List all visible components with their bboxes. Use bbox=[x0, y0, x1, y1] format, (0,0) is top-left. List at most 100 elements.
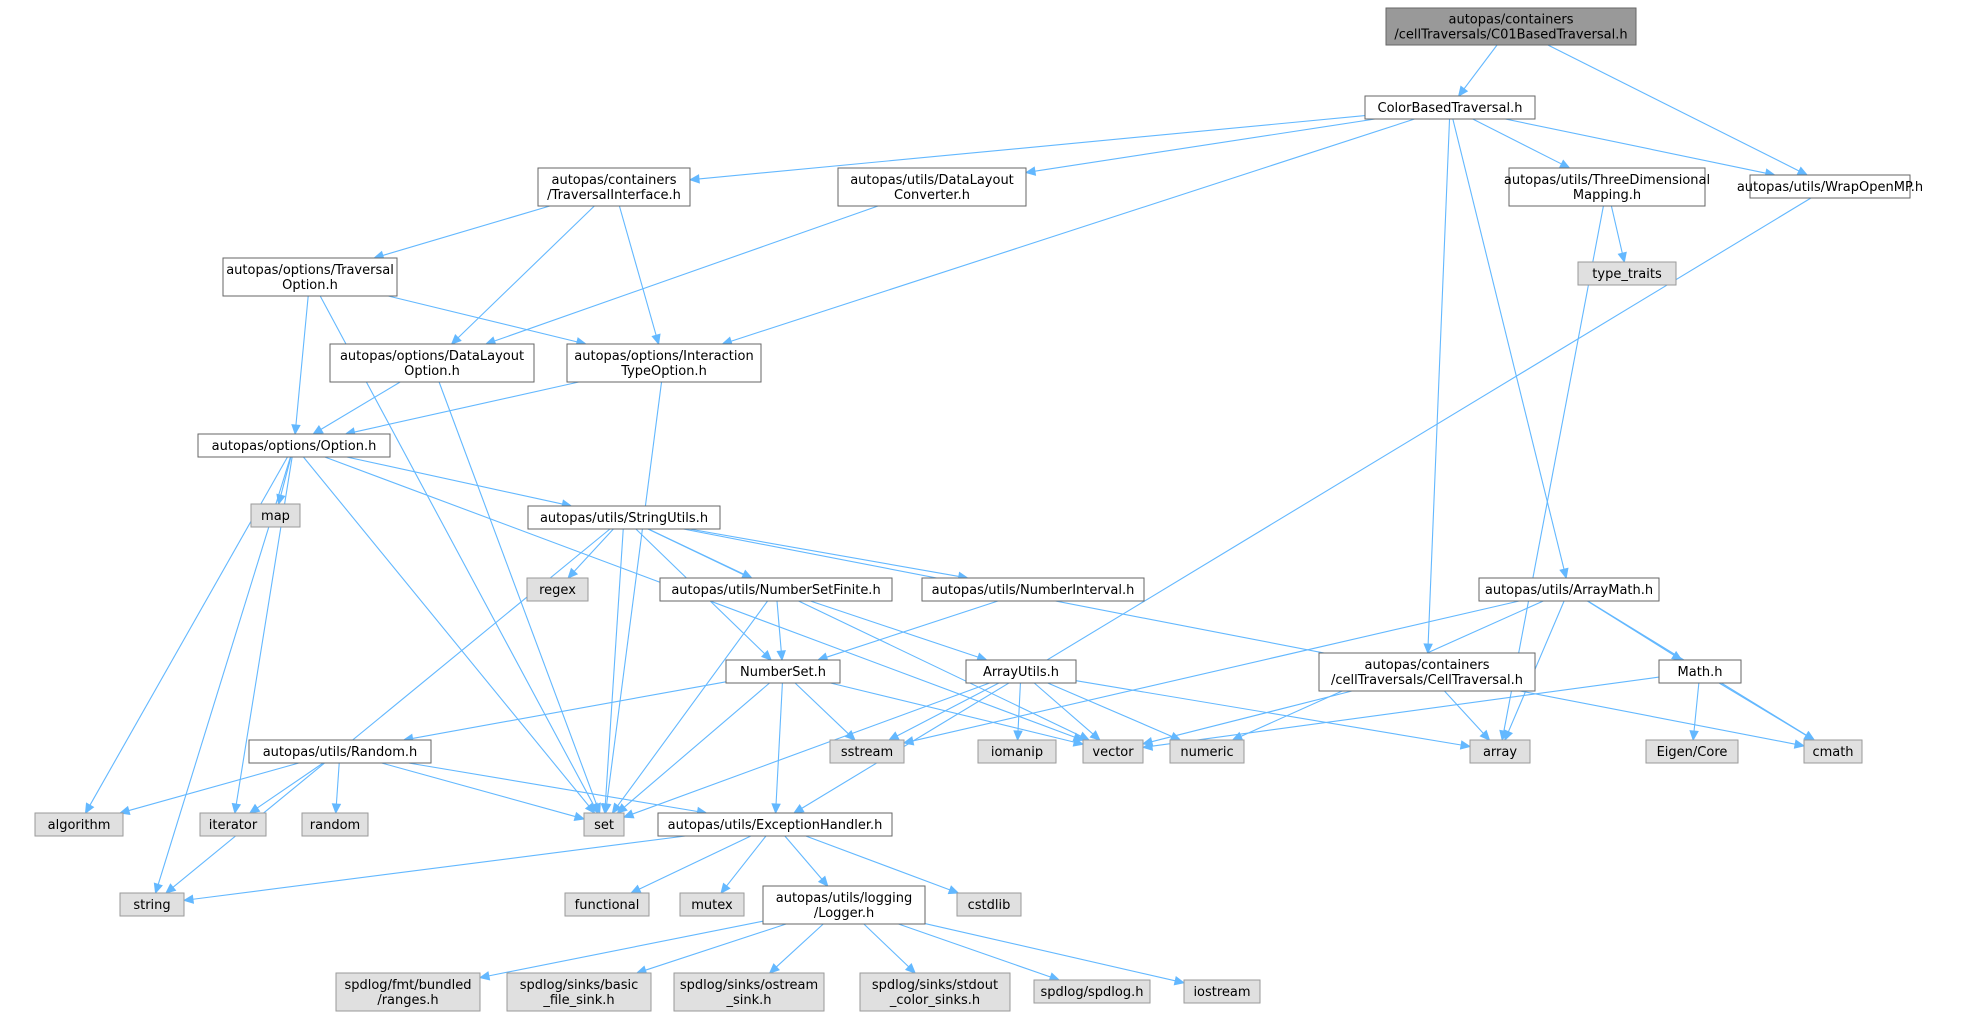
node-label: autopas/utils/NumberSetFinite.h bbox=[671, 583, 880, 598]
edge-cbt-to-am bbox=[1452, 118, 1569, 580]
node-math[interactable]: Math.h bbox=[1658, 659, 1742, 684]
node-box bbox=[956, 892, 1022, 917]
edge-arrowhead bbox=[1072, 737, 1085, 747]
node-c01[interactable]: autopas/containers/cellTraversals/C01Bas… bbox=[1385, 7, 1637, 46]
edge-line bbox=[647, 528, 1082, 737]
edge-log-to-spd bbox=[898, 923, 1061, 982]
node-log[interactable]: autopas/utils/logging/Logger.h bbox=[762, 885, 926, 925]
edge-opt-to-str bbox=[153, 456, 291, 895]
node-box bbox=[837, 167, 1027, 207]
edge-ti-to-ito bbox=[618, 205, 661, 346]
node-label: random bbox=[310, 818, 360, 833]
node-box bbox=[34, 812, 124, 837]
edge-arrowhead bbox=[1013, 730, 1023, 742]
node-box bbox=[1749, 174, 1911, 199]
edge-line bbox=[1017, 682, 1021, 732]
edge-arrowhead bbox=[611, 802, 622, 814]
node-label: /ranges.h bbox=[377, 993, 438, 1008]
node-box bbox=[659, 577, 893, 602]
edge-cbt-to-tdm bbox=[1472, 118, 1571, 169]
node-label: cmath bbox=[1812, 745, 1853, 760]
edge-arrowhead bbox=[291, 424, 301, 436]
edge-line bbox=[438, 381, 598, 805]
edge-arrowhead bbox=[630, 884, 642, 894]
edge-cbt-to-ct bbox=[1423, 118, 1451, 655]
node-ti[interactable]: autopas/containers/TraversalInterface.h bbox=[537, 167, 691, 207]
edge-line bbox=[335, 762, 340, 805]
node-regex: regex bbox=[526, 577, 589, 602]
edge-ti-to-to bbox=[372, 205, 550, 260]
node-box bbox=[1658, 659, 1742, 684]
node-random: random bbox=[301, 812, 369, 837]
node-label: sstream bbox=[841, 745, 893, 760]
edge-arrowhead bbox=[1793, 739, 1806, 749]
edge-line bbox=[457, 205, 595, 339]
edge-line bbox=[412, 681, 727, 739]
node-rnd[interactable]: autopas/utils/Random.h bbox=[248, 739, 432, 764]
node-opt[interactable]: autopas/options/Option.h bbox=[197, 433, 391, 458]
node-eh[interactable]: autopas/utils/ExceptionHandler.h bbox=[657, 812, 893, 837]
edge-arrowhead bbox=[1141, 741, 1154, 751]
edge-arrowhead bbox=[1089, 730, 1101, 741]
node-label: autopas/containers bbox=[1449, 13, 1574, 28]
node-ct[interactable]: autopas/containers/cellTraversals/CellTr… bbox=[1318, 652, 1536, 692]
node-label: Option.h bbox=[404, 364, 460, 379]
node-label: Eigen/Core bbox=[1657, 745, 1728, 760]
node-box bbox=[762, 885, 926, 925]
node-am[interactable]: autopas/utils/ArrayMath.h bbox=[1478, 577, 1660, 602]
edge-su-to-set bbox=[600, 528, 624, 815]
edge-cbt-to-dlc bbox=[1024, 118, 1376, 176]
edge-arrowhead bbox=[902, 736, 915, 746]
edge-line bbox=[1452, 118, 1565, 570]
edge-arrowhead bbox=[776, 650, 786, 662]
edge-am-to-arr bbox=[1504, 600, 1565, 742]
edge-line bbox=[573, 528, 614, 572]
node-label: spdlog/sinks/ostream bbox=[680, 978, 818, 993]
edge-line bbox=[639, 835, 752, 890]
node-womp[interactable]: autopas/utils/WrapOpenMP.h bbox=[1737, 174, 1923, 199]
node-label: iomanip bbox=[991, 745, 1043, 760]
edge-arrowhead bbox=[231, 802, 242, 815]
node-label: Converter.h bbox=[894, 188, 970, 203]
node-label: string bbox=[133, 898, 170, 913]
edge-line bbox=[1033, 682, 1094, 735]
node-au[interactable]: ArrayUtils.h bbox=[965, 659, 1077, 684]
node-ns[interactable]: NumberSet.h bbox=[725, 659, 841, 684]
node-box bbox=[527, 505, 721, 530]
edge-ns-to-eh bbox=[771, 682, 783, 815]
edge-arrowhead bbox=[248, 803, 261, 814]
edge-line bbox=[912, 600, 1520, 742]
node-su[interactable]: autopas/utils/StringUtils.h bbox=[527, 505, 721, 530]
node-cmath: cmath bbox=[1803, 739, 1863, 764]
node-label: autopas/utils/StringUtils.h bbox=[540, 511, 708, 526]
node-num: numeric bbox=[1169, 739, 1245, 764]
edge-arrowhead bbox=[312, 425, 324, 435]
node-iom: iomanip bbox=[977, 739, 1057, 764]
edge-line bbox=[794, 682, 849, 735]
edge-line bbox=[1427, 118, 1451, 645]
edge-line bbox=[776, 923, 824, 968]
node-nsf[interactable]: autopas/utils/NumberSetFinite.h bbox=[659, 577, 893, 602]
node-alg: algorithm bbox=[34, 812, 124, 837]
edge-arrowhead bbox=[153, 882, 163, 895]
edge-arrowhead bbox=[331, 803, 342, 815]
edge-line bbox=[302, 456, 590, 807]
node-sstr: sstream bbox=[829, 739, 905, 764]
node-cbt[interactable]: ColorBasedTraversal.h bbox=[1364, 95, 1536, 120]
edge-ct-to-arr bbox=[1444, 690, 1491, 741]
edge-log-to-spr bbox=[478, 920, 764, 981]
node-box bbox=[965, 659, 1077, 684]
node-ios: iostream bbox=[1183, 979, 1261, 1004]
edge-arrowhead bbox=[567, 567, 579, 579]
edge-arrowhead bbox=[478, 971, 491, 981]
node-ni[interactable]: autopas/utils/NumberInterval.h bbox=[921, 577, 1145, 602]
edge-au-to-set bbox=[622, 682, 990, 819]
edge-line bbox=[1075, 680, 1462, 746]
node-box bbox=[1385, 7, 1637, 46]
